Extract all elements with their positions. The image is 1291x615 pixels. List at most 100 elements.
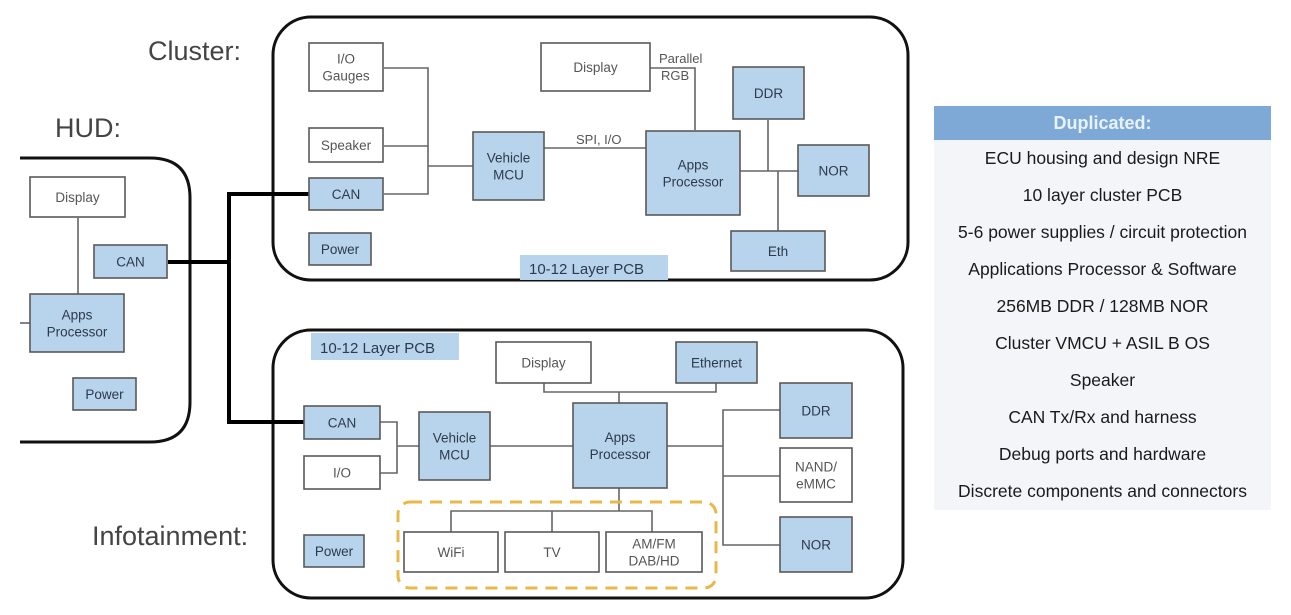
inf-nand-box xyxy=(779,447,853,503)
cl-apps-box xyxy=(645,130,741,216)
inf-nand-label: NAND/ xyxy=(795,460,837,475)
hud-display-block: Display xyxy=(29,176,126,218)
hud-can-box xyxy=(93,244,168,279)
inf-apps-label: Apps xyxy=(605,430,636,445)
cl-eth-label: Eth xyxy=(768,244,788,259)
rgb-label: RGB xyxy=(661,68,689,83)
duplicated-item: CAN Tx/Rx and harness xyxy=(1008,407,1197,427)
inf-nand-label: eMMC xyxy=(796,477,836,492)
spi-label: SPI, I/O xyxy=(576,132,622,147)
inf-ddr-block: DDR xyxy=(779,382,853,439)
hud-display-box xyxy=(29,176,126,218)
can-bus xyxy=(168,192,309,264)
cl-io-label: Gauges xyxy=(322,69,370,84)
cl-can-block: CAN xyxy=(308,177,384,211)
hud-apps-box xyxy=(29,293,125,353)
inf-power-block: Power xyxy=(303,534,365,568)
hud-section-label: HUD: xyxy=(55,113,121,143)
cl-can-label: CAN xyxy=(332,187,361,202)
inf-io-label: I/O xyxy=(333,466,351,481)
hud-power-block: Power xyxy=(72,377,137,411)
cl-apps-label: Apps xyxy=(678,158,709,173)
cl-can-box xyxy=(308,177,384,211)
hud-power-box xyxy=(72,377,137,411)
cl-power-block: Power xyxy=(308,232,372,266)
inf-can-block: CAN xyxy=(303,405,381,440)
cl-nor-block: NOR xyxy=(797,144,870,197)
inf-ethernet-box xyxy=(675,341,758,384)
cl-speaker-box xyxy=(308,127,384,163)
cl-eth-block: Eth xyxy=(730,230,826,272)
hud-display-label: Display xyxy=(55,190,100,205)
cl-nor-box xyxy=(797,144,870,197)
cl-display-box xyxy=(540,42,651,92)
cluster-pcb-label: 10-12 Layer PCB xyxy=(529,261,644,278)
duplicated-item: 10 layer cluster PCB xyxy=(1022,185,1183,205)
duplicated-item: Applications Processor & Software xyxy=(968,259,1237,279)
duplicated-panel: Duplicated: ECU housing and design NRE 1… xyxy=(934,106,1271,510)
inf-can-box xyxy=(303,405,381,440)
inf-apps-label: Processor xyxy=(590,447,651,462)
duplicated-item: Speaker xyxy=(1069,370,1136,390)
inf-display-box xyxy=(495,341,592,384)
inf-wifi-box xyxy=(403,531,499,573)
hud-apps-label: Processor xyxy=(47,325,108,340)
wires xyxy=(20,67,798,546)
inf-power-box xyxy=(303,534,365,568)
inf-nand-block: NAND/eMMC xyxy=(779,447,853,503)
cl-vmcu-box xyxy=(472,131,545,201)
duplicated-item: 256MB DDR / 128MB NOR xyxy=(996,296,1209,316)
inf-tv-label: TV xyxy=(543,545,560,560)
wireless-group xyxy=(396,500,718,590)
cl-speaker-label: Speaker xyxy=(321,138,372,153)
parallel-label: Parallel xyxy=(659,51,702,66)
can-bus-infotainment xyxy=(227,262,304,424)
cl-power-box xyxy=(308,232,372,266)
hud-can-label: CAN xyxy=(116,255,145,270)
inf-display-label: Display xyxy=(521,356,566,371)
inf-ddr-box xyxy=(779,382,853,439)
inf-radio-box xyxy=(605,531,703,573)
infotainment-section-label: Infotainment: xyxy=(92,521,249,551)
cl-io-block: I/O Gauges xyxy=(308,42,384,92)
cl-speaker-block: Speaker xyxy=(308,127,384,163)
cl-vmcu-label: MCU xyxy=(493,168,524,183)
inf-can-label: CAN xyxy=(328,416,357,431)
inf-tv-block: TV xyxy=(504,531,600,573)
duplicated-item: Discrete components and connectors xyxy=(958,481,1247,501)
cl-ddr-block: DDR xyxy=(732,66,805,120)
hud-can-block: CAN xyxy=(93,244,168,279)
cl-eth-box xyxy=(730,230,826,272)
cl-io-box xyxy=(308,42,384,92)
cl-io-label: I/O xyxy=(337,52,355,67)
inf-radio-label: DAB/HD xyxy=(628,554,679,569)
hud-power-label: Power xyxy=(85,387,124,402)
infotainment-pcb-label: 10-12 Layer PCB xyxy=(320,340,435,357)
hud-enclosure xyxy=(20,156,192,444)
cl-ddr-label: DDR xyxy=(754,86,783,101)
cl-ddr-box xyxy=(732,66,805,120)
inf-nor-box xyxy=(779,516,853,573)
duplicated-list: ECU housing and design NRE 10 layer clus… xyxy=(934,140,1271,510)
duplicated-item: Debug ports and hardware xyxy=(998,444,1207,464)
inf-io-block: I/O xyxy=(303,455,381,490)
cl-nor-label: NOR xyxy=(819,164,849,179)
inf-vmcu-label: Vehicle xyxy=(433,431,477,446)
cluster-section-label: Cluster: xyxy=(148,36,242,66)
inf-wifi-block: WiFi xyxy=(403,531,499,573)
inf-nor-label: NOR xyxy=(801,538,831,553)
inf-power-label: Power xyxy=(315,544,354,559)
duplicated-item: 5-6 power supplies / circuit protection xyxy=(958,222,1247,242)
infotainment-pcb-tag xyxy=(311,333,459,360)
inf-nor-block: NOR xyxy=(779,516,853,573)
hud-apps-label: Apps xyxy=(62,308,93,323)
cl-apps-label: Processor xyxy=(663,175,724,190)
inf-ddr-label: DDR xyxy=(801,404,830,419)
inf-vmcu-label: MCU xyxy=(439,448,470,463)
inf-io-box xyxy=(303,455,381,490)
